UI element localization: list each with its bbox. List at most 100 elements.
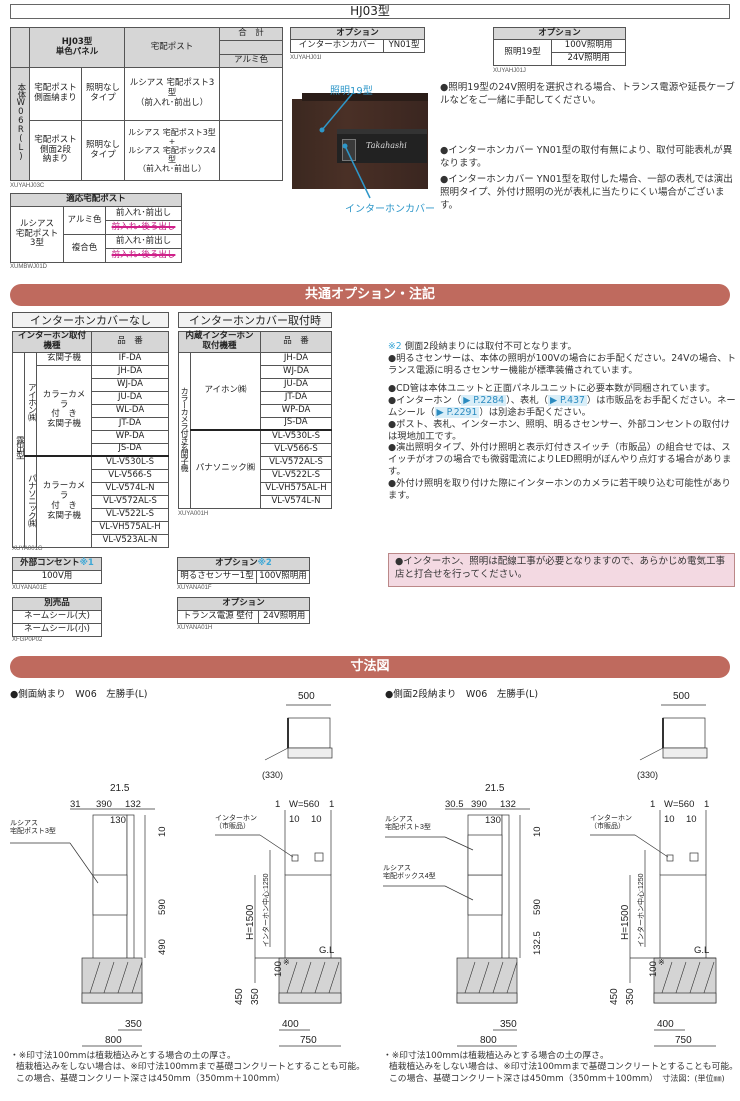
dimension-130: 130 (110, 815, 126, 826)
outlet-table: 外部コンセント※1 100V用 (12, 557, 102, 584)
top-note: ●インターホンカバー YN01型を取付した場合、一部の表札では演出照明タイプ、外… (440, 174, 733, 211)
dimension-a: 31 (70, 799, 81, 810)
sensor-item: 明るさセンサー1型 (176, 570, 258, 584)
note-text: ）は市販品をお手配ください。ネームシール（ (388, 395, 736, 418)
table-code: XUYAHJ01J (493, 68, 526, 74)
drawing-line (634, 834, 669, 858)
dimension-1: 1 (329, 799, 334, 810)
note-led: ●演出照明タイプ、外付け照明と表示灯付きスイッチ（市販品）の組合せでは、スイッチ… (388, 442, 732, 477)
label-cover: インターホンカバー (345, 204, 435, 215)
page-ref-link[interactable]: ▶ P.437 (547, 395, 587, 407)
dimension-10: 10 (157, 826, 168, 837)
plan-base (662, 747, 708, 759)
row-price (219, 120, 283, 181)
compat-table: 適応宅配ポスト ルシアス 宅配ポスト 3型 アルミ色 前入れ･前出し 前入れ･後… (10, 193, 182, 263)
kind-camera: カラーカメラ 付 き 玄関子機 (36, 455, 92, 548)
intercom-label: （市販品） (590, 821, 625, 830)
footnote-line: この場合、基礎コンクリート深さは450mm（350mm＋100mm） (389, 1073, 654, 1084)
option-spec: 100V照明用 (551, 39, 626, 53)
dimension-top: 21.5 (485, 783, 505, 794)
header-total: 合 計 (219, 27, 283, 41)
row-post: ルシアス 宅配ポスト3型+ ルシアス 宅配ボックス4型 （前入れ･前出し） (124, 120, 220, 181)
header-kind: インターホン取付機種 (12, 331, 92, 353)
option-header: オプション (290, 27, 425, 40)
dimension-10: 10 (532, 826, 543, 837)
footnote-right: ・※印寸法100mmは植栽植込みとする場合の土の厚さ。 植栽植込みをしない場合は… (383, 1051, 738, 1085)
kind-camera: カラーカメラ 付 き 玄関子機 (36, 364, 92, 457)
note-mark: ※1 (79, 558, 94, 569)
label-light: 照明19型 (330, 86, 373, 97)
table-code: XUYANA01E (12, 585, 47, 591)
table-code: XUMBWJ01D (10, 264, 48, 270)
outlet-header: 外部コンセント (20, 558, 80, 569)
table-code: XUYANA01F (177, 585, 212, 591)
header-kind: 内蔵インターホン 取付機種 (178, 331, 261, 353)
option-item: インターホンカバー (289, 39, 385, 53)
dimension-1: 1 (275, 799, 280, 810)
kind-entrance: 玄関子機 (36, 351, 92, 366)
header-post: 宅配ポスト (124, 27, 220, 68)
part-number: VL-V572AL-S (260, 455, 332, 470)
post-unit (92, 874, 128, 916)
separate-header: 別売品 (12, 597, 102, 611)
dimension-10: 10 (311, 814, 322, 825)
side-label: 本体W06R(L) (15, 83, 26, 162)
table-code: XUYA001H (178, 511, 209, 517)
option-spec: 24V照明用 (551, 52, 626, 66)
part-number: VL-V522L-S (260, 468, 332, 483)
header-part: 品 番 (91, 331, 169, 353)
part-number: VL-V566-S (260, 442, 332, 457)
note-sensor: ●明るさセンサーは、本体の照明が100Vの場合にお手配ください。24Vの場合、ト… (388, 352, 736, 376)
table-code: XUYANA01H (177, 625, 213, 631)
part-number: VL-V566-S (91, 468, 169, 483)
maker-aiphone: アイホン㈱ (190, 351, 261, 431)
dimension-350: 350 (125, 1019, 142, 1030)
dimension-590: 590 (532, 899, 543, 915)
dimension-750: 750 (300, 1035, 317, 1046)
page-ref-link[interactable]: ▶ P.2291 (434, 406, 480, 418)
part-number: VL-V572AL-S (91, 494, 169, 509)
dimension-800: 800 (480, 1035, 497, 1046)
row-type: 宅配ポスト 側面納まり (29, 67, 82, 121)
page-ref-link[interactable]: ▶ P.2284 (461, 395, 507, 407)
post-column (501, 814, 510, 961)
ground-level-label: G.L (694, 945, 709, 956)
side-panel (284, 874, 332, 959)
side-panel (659, 874, 707, 959)
dimension-500: 500 (673, 691, 690, 702)
dimension-width: W=560 (289, 799, 319, 810)
dimension-800: 800 (105, 1035, 122, 1046)
trans-spec: 24V照明用 (258, 610, 310, 624)
post-label: ルシアス (385, 815, 413, 823)
intercom-box (291, 854, 299, 862)
footnote-line: この場合、基礎コンクリート深さは450mm（350mm＋100mm） (16, 1073, 285, 1084)
part-number: VL-VH575AL-H (260, 481, 332, 496)
dimension-500: 500 (298, 691, 315, 702)
main-table: HJ03型 単色パネル 宅配ポスト 合 計 アルミ色 本体W06R(L) 宅配ポ… (10, 27, 283, 181)
footnote-line: 植栽植込みをしない場合は、※印寸法100mmまで基礎コンクリートとすることも可能… (389, 1062, 738, 1073)
plan-view (287, 717, 331, 749)
section-banner-dimensions: 寸法図 (10, 656, 730, 678)
separate-item: ネームシール(小) (12, 623, 102, 637)
table-code: XFGP0P02 (12, 637, 43, 643)
foundation (653, 992, 717, 1004)
dimension-400: 400 (657, 1019, 674, 1030)
part-number: WP-DA (91, 429, 169, 444)
option-ng: 前入れ･後ろ出し (105, 220, 182, 235)
dimension-intercom-center: インターホン中心:1250 (636, 873, 645, 947)
sensor-header: オプション (215, 558, 258, 569)
footnote-line: 植栽植込みをしない場合は、※印寸法100mmまで基礎コンクリートとすることも可能… (16, 1062, 365, 1073)
dimension-100: 100 (648, 961, 659, 977)
part-number: WJ-DA (260, 364, 332, 379)
row-price (219, 67, 283, 121)
part-number: VL-V530L-S (91, 455, 169, 470)
note-text: ●インターホン（ (388, 395, 462, 407)
with-cover-title: インターホンカバー取付時 (178, 312, 332, 328)
note-cd: ●CD管は本体ユニットと正面パネルユニットに必要本数が同梱されています。 (388, 383, 716, 395)
title-bar: HJ03型 (10, 4, 730, 19)
trans-header: オプション (177, 597, 310, 611)
